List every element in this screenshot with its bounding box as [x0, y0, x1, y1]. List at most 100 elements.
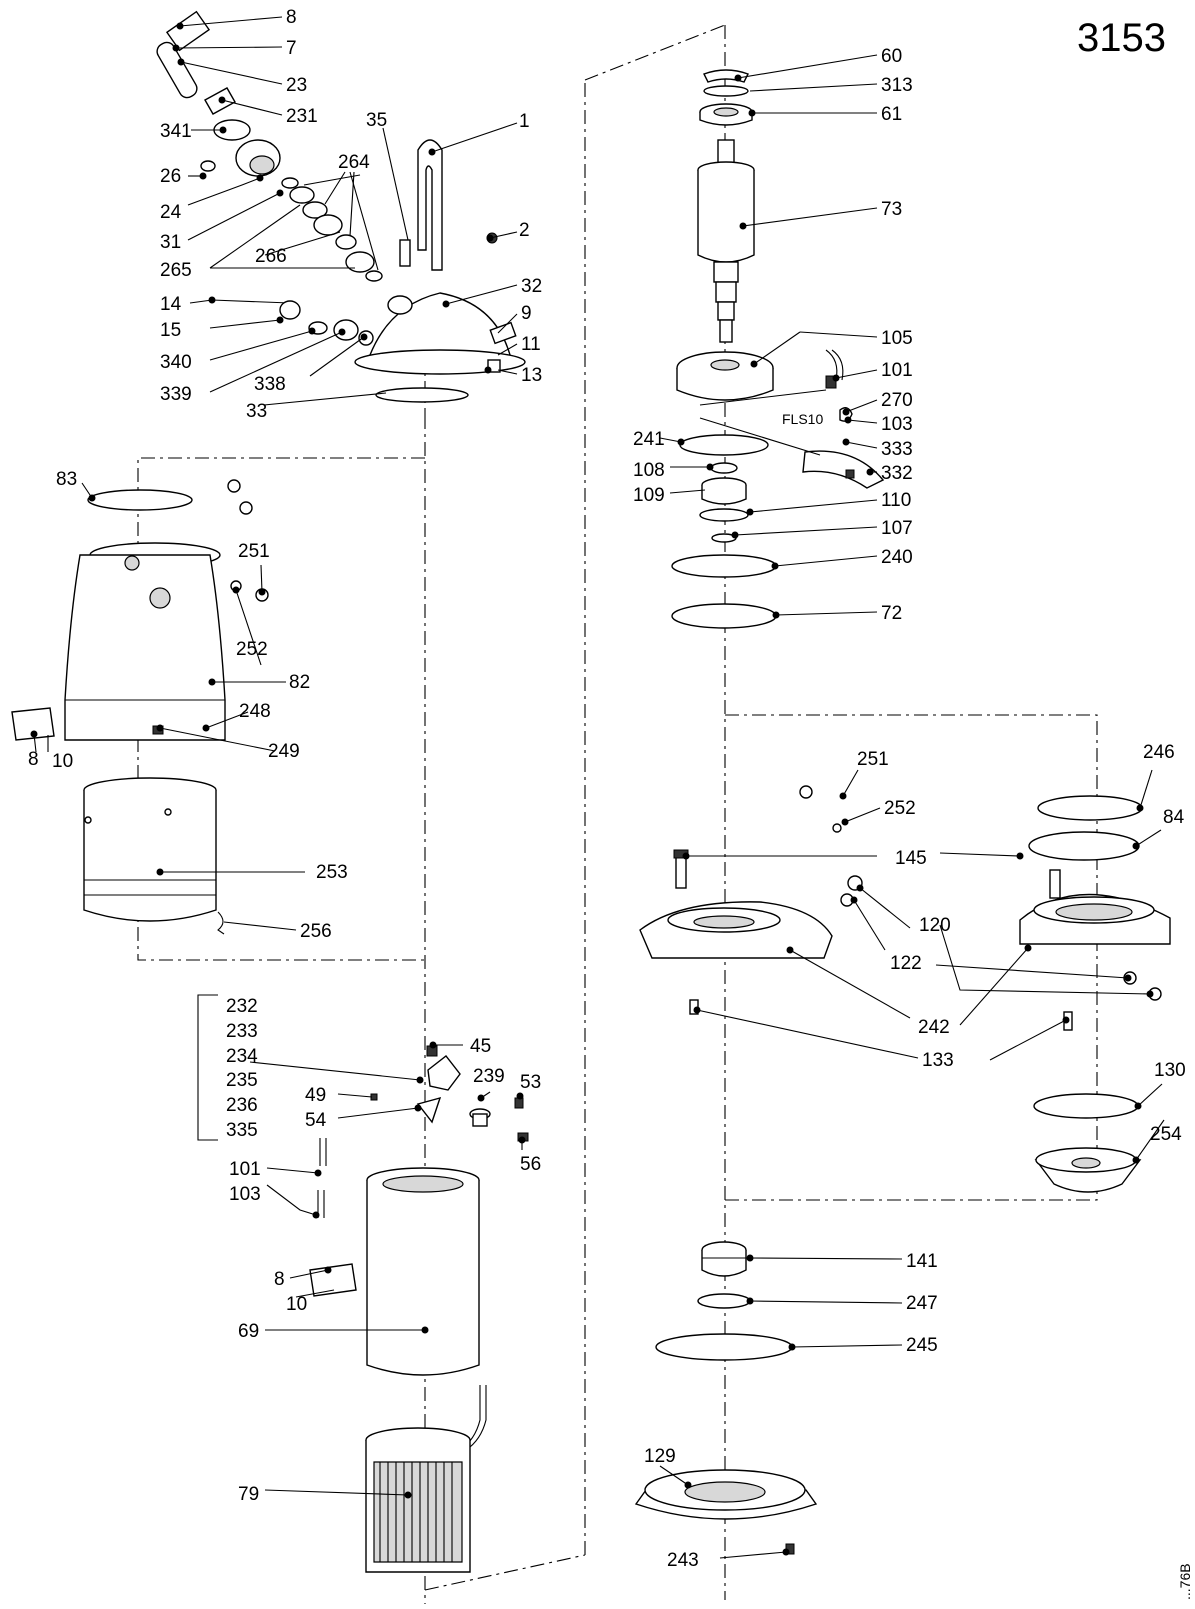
label-84: 84: [1163, 807, 1185, 828]
label-313: 313: [881, 75, 913, 96]
label-9: 9: [521, 303, 532, 324]
label-101b: 101: [881, 360, 913, 381]
label-243: 243: [667, 1550, 699, 1571]
label-246: 246: [1143, 742, 1175, 763]
doc-code: ...76B: [1177, 1563, 1193, 1600]
label-69: 69: [238, 1321, 259, 1342]
label-103a: 103: [229, 1184, 261, 1205]
label-235: 235: [226, 1070, 258, 1091]
label-49: 49: [305, 1085, 326, 1106]
label-133: 133: [922, 1050, 954, 1071]
label-122: 122: [890, 953, 922, 974]
label-129: 129: [644, 1446, 676, 1467]
label-253: 253: [316, 862, 348, 883]
stator-windings: [379, 1462, 453, 1562]
label-338: 338: [254, 374, 286, 395]
drawing-number: 3153: [1077, 16, 1166, 60]
label-79: 79: [238, 1484, 259, 1505]
label-247: 247: [906, 1293, 938, 1314]
label-26: 26: [160, 166, 181, 187]
rotor-assembly: [671, 69, 885, 629]
leader-dots: [30, 22, 1154, 1556]
label-109: 109: [633, 485, 665, 506]
label-232: 232: [226, 996, 258, 1017]
label-32: 32: [521, 276, 542, 297]
label-270: 270: [881, 390, 913, 411]
label-256: 256: [300, 921, 332, 942]
label-234: 234: [226, 1046, 258, 1067]
label-60: 60: [881, 46, 902, 67]
label-10a: 10: [52, 751, 73, 772]
label-10b: 10: [286, 1294, 307, 1315]
label-245: 245: [906, 1335, 938, 1356]
label-45: 45: [470, 1036, 491, 1057]
label-33: 33: [246, 401, 267, 422]
label-53: 53: [520, 1072, 541, 1093]
upper-housing: [11, 479, 269, 741]
label-108: 108: [633, 460, 665, 481]
label-339: 339: [160, 384, 192, 405]
label-248: 248: [239, 701, 271, 722]
label-266: 266: [255, 246, 287, 267]
label-241: 241: [633, 429, 665, 450]
cable-entry-assembly: [156, 10, 526, 403]
label-101a: 101: [229, 1159, 261, 1180]
label-7: 7: [286, 38, 297, 59]
label-8b: 8: [28, 749, 39, 770]
label-332: 332: [881, 463, 913, 484]
label-120: 120: [919, 915, 951, 936]
label-group-bracket: [197, 994, 218, 1141]
label-103b: 103: [881, 414, 913, 435]
label-333: 333: [881, 439, 913, 460]
label-254: 254: [1150, 1124, 1182, 1145]
label-252b: 252: [884, 798, 916, 819]
label-239: 239: [473, 1066, 505, 1087]
label-341: 341: [160, 121, 192, 142]
label-141: 141: [906, 1251, 938, 1272]
label-72: 72: [881, 603, 902, 624]
label-82: 82: [289, 672, 310, 693]
cooling-jacket: [83, 777, 225, 935]
label-11: 11: [521, 334, 541, 355]
label-2: 2: [519, 220, 530, 241]
label-24: 24: [160, 202, 182, 223]
label-130: 130: [1154, 1060, 1186, 1081]
label-56: 56: [520, 1154, 541, 1175]
label-23: 23: [286, 75, 307, 96]
sensor-label: FLS10: [782, 411, 823, 427]
label-15: 15: [160, 320, 181, 341]
label-240: 240: [881, 547, 913, 568]
motor-cartridge: [309, 1045, 529, 1573]
label-61: 61: [881, 104, 902, 125]
part-labels: 8 7 23 231 341 26 24 31 264 35 1 2 266 2…: [28, 7, 1186, 1571]
label-8c: 8: [274, 1269, 285, 1290]
label-105: 105: [881, 328, 913, 349]
label-251a: 251: [238, 541, 270, 562]
label-335: 335: [226, 1120, 258, 1141]
label-14: 14: [160, 294, 182, 315]
seal-and-cover: [634, 1241, 818, 1555]
label-242: 242: [918, 1017, 950, 1038]
label-8: 8: [286, 7, 297, 28]
label-110: 110: [881, 490, 911, 511]
label-83: 83: [56, 469, 77, 490]
flange-assembly: [639, 785, 1171, 1193]
label-1: 1: [519, 111, 530, 132]
label-107: 107: [881, 518, 913, 539]
label-236: 236: [226, 1095, 258, 1116]
label-265: 265: [160, 260, 192, 281]
label-251b: 251: [857, 749, 889, 770]
label-145: 145: [895, 848, 927, 869]
label-35: 35: [366, 110, 387, 131]
label-264: 264: [338, 152, 370, 173]
label-231: 231: [286, 106, 318, 127]
label-13: 13: [521, 365, 542, 386]
label-233: 233: [226, 1021, 258, 1042]
label-31: 31: [160, 232, 181, 253]
label-249: 249: [268, 741, 300, 762]
label-73: 73: [881, 199, 902, 220]
leader-lines: [33, 16, 1165, 1559]
label-252a: 252: [236, 639, 268, 660]
